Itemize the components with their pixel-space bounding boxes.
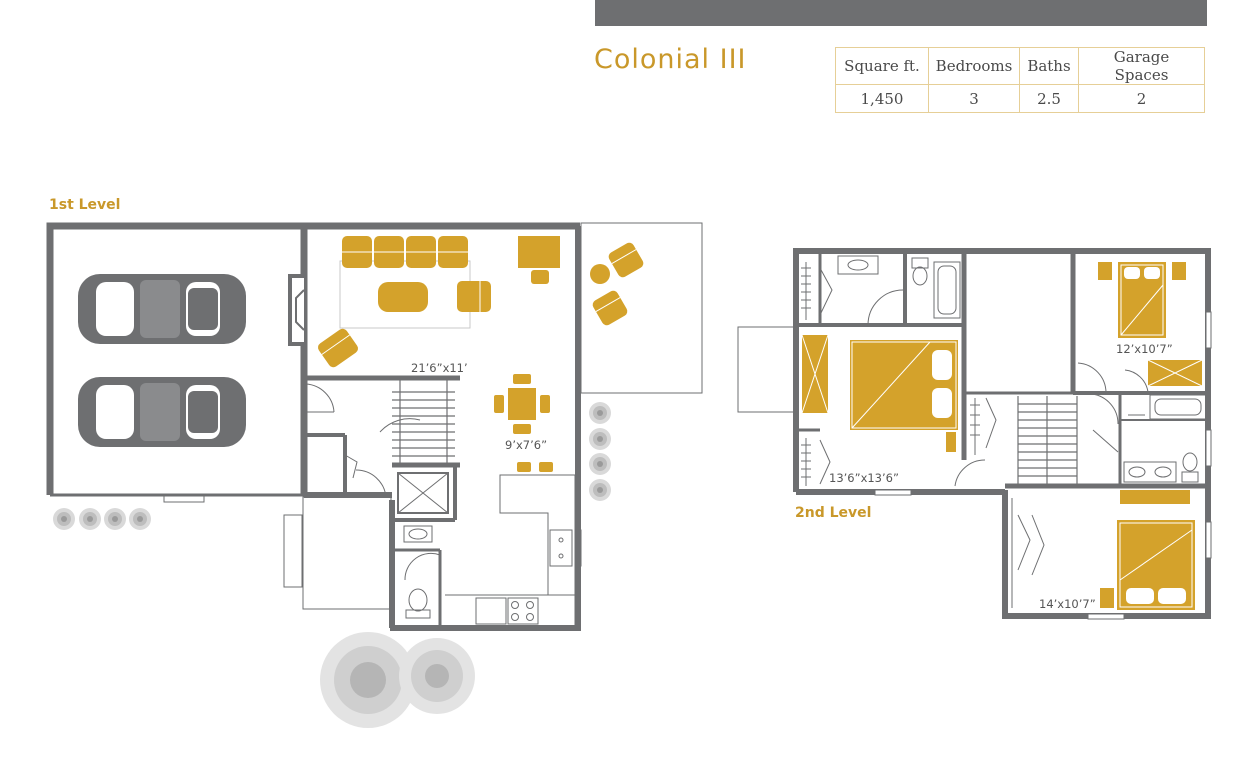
nightstand-icon [946,432,956,452]
specs-header-garage: Garage Spaces [1078,47,1205,85]
shrub-icon [589,453,611,475]
specs-header-sqft: Square ft. [835,47,929,85]
master-closets [801,255,961,486]
specs-value-bedrooms: 3 [928,84,1020,113]
dining-table-icon [508,388,536,420]
specs-value-sqft: 1,450 [835,84,929,113]
nightstand-icon [1100,588,1114,608]
shrub-icon [589,402,611,424]
patio-table-icon [590,264,610,284]
specs-value-row: 1,450 3 2.5 2 [835,84,1205,113]
first-level-label: 1st Level [49,197,121,213]
shrub-icon [104,508,126,530]
desk-icon [518,236,560,268]
garage [46,222,308,503]
specs-header-baths: Baths [1019,47,1079,85]
landscaping [53,402,611,728]
top-banner [595,0,1207,26]
shrub-icon [589,479,611,501]
front-porch [283,496,392,610]
armchair-icon [318,328,358,368]
chair-icon [531,270,549,284]
dining-dimensions: 9’x7’6” [505,438,547,452]
patio-chair-icon [608,242,644,278]
first-level-plan: 21’6”x11’ 9’x7’6” [46,222,703,728]
bedroom-3 [1011,490,1195,610]
plan-title: Colonial III [594,44,747,75]
stool-icon [517,462,531,472]
bedroom-2 [1098,262,1203,416]
car-icon [78,377,246,447]
dresser-icon [1120,490,1190,504]
patio [580,222,703,394]
specs-value-garage: 2 [1078,84,1205,113]
nightstand-icon [1098,262,1112,280]
first-level-closet [397,472,449,514]
shrub-icon [589,428,611,450]
second-level-stairs [1017,396,1078,486]
nightstand-icon [1172,262,1186,280]
shrub-icon [53,508,75,530]
powder-room [403,525,433,619]
bedroom-3-dimensions: 14’x10’7” [1039,597,1096,611]
shrub-icon [129,508,151,530]
patio-chair-icon [592,290,628,326]
tree-icon [320,632,416,728]
specs-table: Square ft. Bedrooms Baths Garage Spaces … [835,47,1205,113]
second-level-windows [874,311,1212,620]
second-level-doors [954,362,1149,576]
stool-icon [539,462,553,472]
dining-area [494,374,553,472]
shrub-icon [79,508,101,530]
coffee-table-icon [378,282,428,312]
second-level-plan: 12’x10’7” 13’6”x13’6” 14’x10’7” [737,248,1212,620]
balcony [737,326,796,413]
first-level-stairs [392,380,455,465]
living-room [318,236,560,368]
tree-icon [399,638,475,714]
hall-bath [1123,394,1207,483]
living-room-dimensions: 21’6”x11’ [411,361,468,375]
kitchen [445,474,582,625]
armchair-icon [457,281,491,312]
specs-header-row: Square ft. Bedrooms Baths Garage Spaces [835,47,1205,85]
second-level-label: 2nd Level [795,505,872,521]
bedroom-2-dimensions: 12’x10’7” [1116,342,1173,356]
master-bedroom [801,334,958,452]
first-level-walls [288,222,581,631]
specs-value-baths: 2.5 [1019,84,1079,113]
master-bedroom-dimensions: 13’6”x13’6” [829,471,899,485]
car-icon [78,274,246,344]
first-level-doors [305,383,441,581]
